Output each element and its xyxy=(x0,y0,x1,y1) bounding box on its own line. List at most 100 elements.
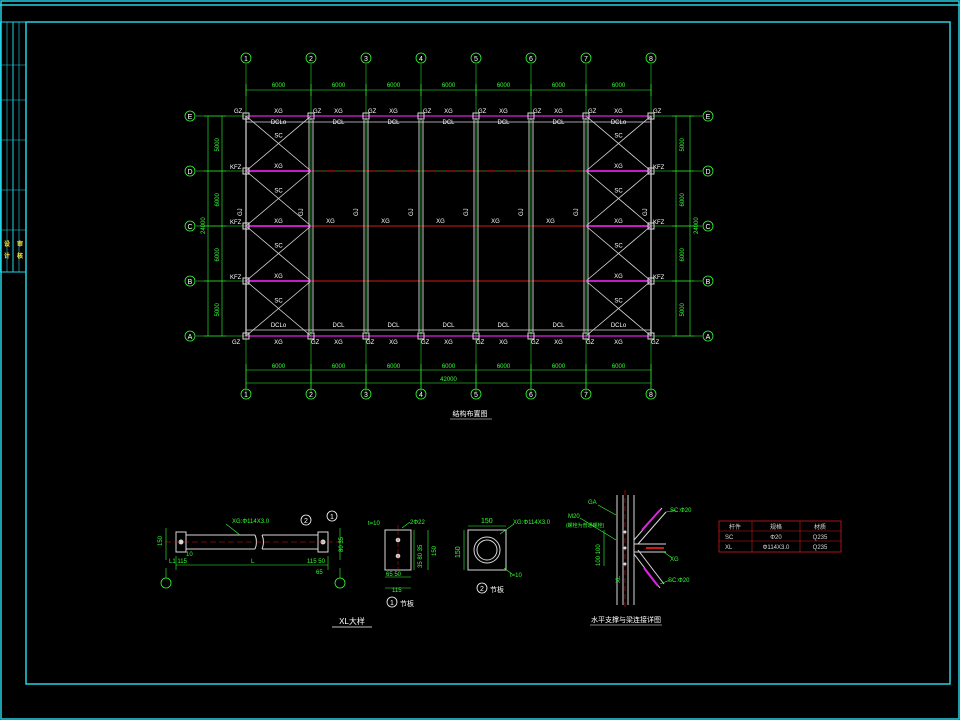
joint-leader xyxy=(579,517,617,541)
xg-label: XG xyxy=(444,340,453,346)
grid-bubble-col-label: 8 xyxy=(649,392,653,399)
gz-label: GZ xyxy=(368,109,377,115)
xg-label: XG xyxy=(389,340,398,346)
sc-label: SC xyxy=(274,134,283,140)
xl-spec: XG:Φ114X3.0 xyxy=(232,519,270,525)
dim-text-total: 42000 xyxy=(440,377,457,383)
plate2-pipe-inner xyxy=(476,539,498,561)
sc-label: SC xyxy=(614,244,623,250)
xg-label: XG xyxy=(274,340,283,346)
grid-bubble-col xyxy=(415,52,427,64)
sc-label: SC xyxy=(274,244,283,250)
dim-text-right: 6000 xyxy=(680,247,686,261)
kfz-label: KFZ xyxy=(230,165,242,171)
xl-title: XL大样 xyxy=(339,616,365,626)
xg-label: XG xyxy=(614,164,623,170)
xg-label: XG xyxy=(499,340,508,346)
sc-brace xyxy=(245,115,312,172)
table-header: 材质 xyxy=(814,523,826,531)
xg-label: XG xyxy=(499,109,508,115)
sc-brace xyxy=(585,170,652,227)
grid-bubble-row-label: A xyxy=(188,334,193,341)
plate2-leader xyxy=(499,523,515,535)
grid-bubble-col xyxy=(240,388,252,400)
grid-bubble-col-label: 6 xyxy=(529,392,533,399)
gj-label: GJ xyxy=(643,208,649,216)
grid-bubble-col-label: 2 xyxy=(309,56,313,63)
joint-label-sc-bot: SC:Φ20 xyxy=(668,578,690,584)
plate1-dimensions xyxy=(385,521,429,589)
title-block-cell: 设 xyxy=(4,240,10,248)
xl-axis-bubble xyxy=(334,577,346,589)
gz-label: GZ xyxy=(311,340,320,346)
dim-text-bottom: 6000 xyxy=(332,364,346,370)
dim-text-right: 5000 xyxy=(680,137,686,151)
grid-bubble-row-label: A xyxy=(706,334,711,341)
inner-border xyxy=(25,21,951,685)
dcl-label: DCL xyxy=(332,120,345,126)
grid-bubble-col xyxy=(525,52,537,64)
joint-label-ga: GA xyxy=(588,500,597,506)
grid-bubble-row-label: B xyxy=(188,279,193,286)
grid-bubble-col-label: 5 xyxy=(474,392,478,399)
grid-bubble-row xyxy=(184,165,196,177)
joint-leaders xyxy=(579,504,677,585)
grid-bubble-col xyxy=(415,388,427,400)
gz-column xyxy=(417,112,425,120)
kfz-label: KFZ xyxy=(653,275,665,281)
gz-column xyxy=(472,332,480,340)
plate1-dim-150: 150 xyxy=(432,545,438,556)
dim-text-top: 6000 xyxy=(552,83,566,89)
kfz-column xyxy=(242,277,250,285)
sc-label: SC xyxy=(274,189,283,195)
xg-label: XG xyxy=(274,219,283,225)
grid-bubble-row xyxy=(184,330,196,342)
xg-label: XG xyxy=(274,164,283,170)
gz-label: GZ xyxy=(476,340,485,346)
table-cell: Q235 xyxy=(813,535,828,541)
dim-text-top: 6000 xyxy=(497,83,511,89)
gz-label: GZ xyxy=(421,340,430,346)
kfz-column xyxy=(647,222,655,230)
plate1-detail xyxy=(384,525,412,575)
xl-dimensions xyxy=(165,528,341,578)
dcl-label: DCL xyxy=(442,120,455,126)
grid-bubble-col-label: 6 xyxy=(529,56,533,63)
joint-title: 水平支撑与梁连接详图 xyxy=(591,615,661,624)
gz-label: GZ xyxy=(651,340,660,346)
gz-column xyxy=(582,112,590,120)
plate1-marker xyxy=(386,596,398,608)
gz-column xyxy=(362,332,370,340)
xg-label: XG xyxy=(614,340,623,346)
plate2-detail xyxy=(467,529,507,571)
grid-bubble-col-label: 2 xyxy=(309,392,313,399)
dim-text-left-total: 24000 xyxy=(201,217,207,234)
plate2-dimensions xyxy=(463,523,515,575)
joint-dim-100: 100 100 xyxy=(596,544,602,566)
gj-label: GJ xyxy=(409,208,415,216)
dcl-label: DCLo xyxy=(611,120,627,126)
xg-label: XG xyxy=(546,219,555,225)
xl-dim-l: L xyxy=(251,559,255,565)
gz-label: GZ xyxy=(531,340,540,346)
title-block-cell: 审 xyxy=(17,240,23,248)
gj-label: GJ xyxy=(299,208,305,216)
gz-column xyxy=(582,332,590,340)
plate2-dim-top: 150 xyxy=(481,518,493,525)
joint-label-xl: XL xyxy=(616,575,622,583)
grid-bubble-col xyxy=(645,52,657,64)
dim-text-top: 6000 xyxy=(612,83,626,89)
grid-bubble-col xyxy=(580,52,592,64)
dim-text-top: 6000 xyxy=(332,83,346,89)
title-block-cell: 核 xyxy=(17,252,23,260)
xl-dim-65: 65 xyxy=(316,570,323,576)
grid-bubble-col-label: 4 xyxy=(419,392,423,399)
plate2-title: 节板 xyxy=(490,585,504,594)
joint-brace-highlight xyxy=(643,567,659,587)
joint-brace-top xyxy=(637,511,667,545)
sc-brace xyxy=(245,170,312,227)
grid-bubble-row xyxy=(184,220,196,232)
gz-column xyxy=(242,112,250,120)
table-header: 杆件 xyxy=(729,523,741,531)
gz-label: GZ xyxy=(232,340,241,346)
